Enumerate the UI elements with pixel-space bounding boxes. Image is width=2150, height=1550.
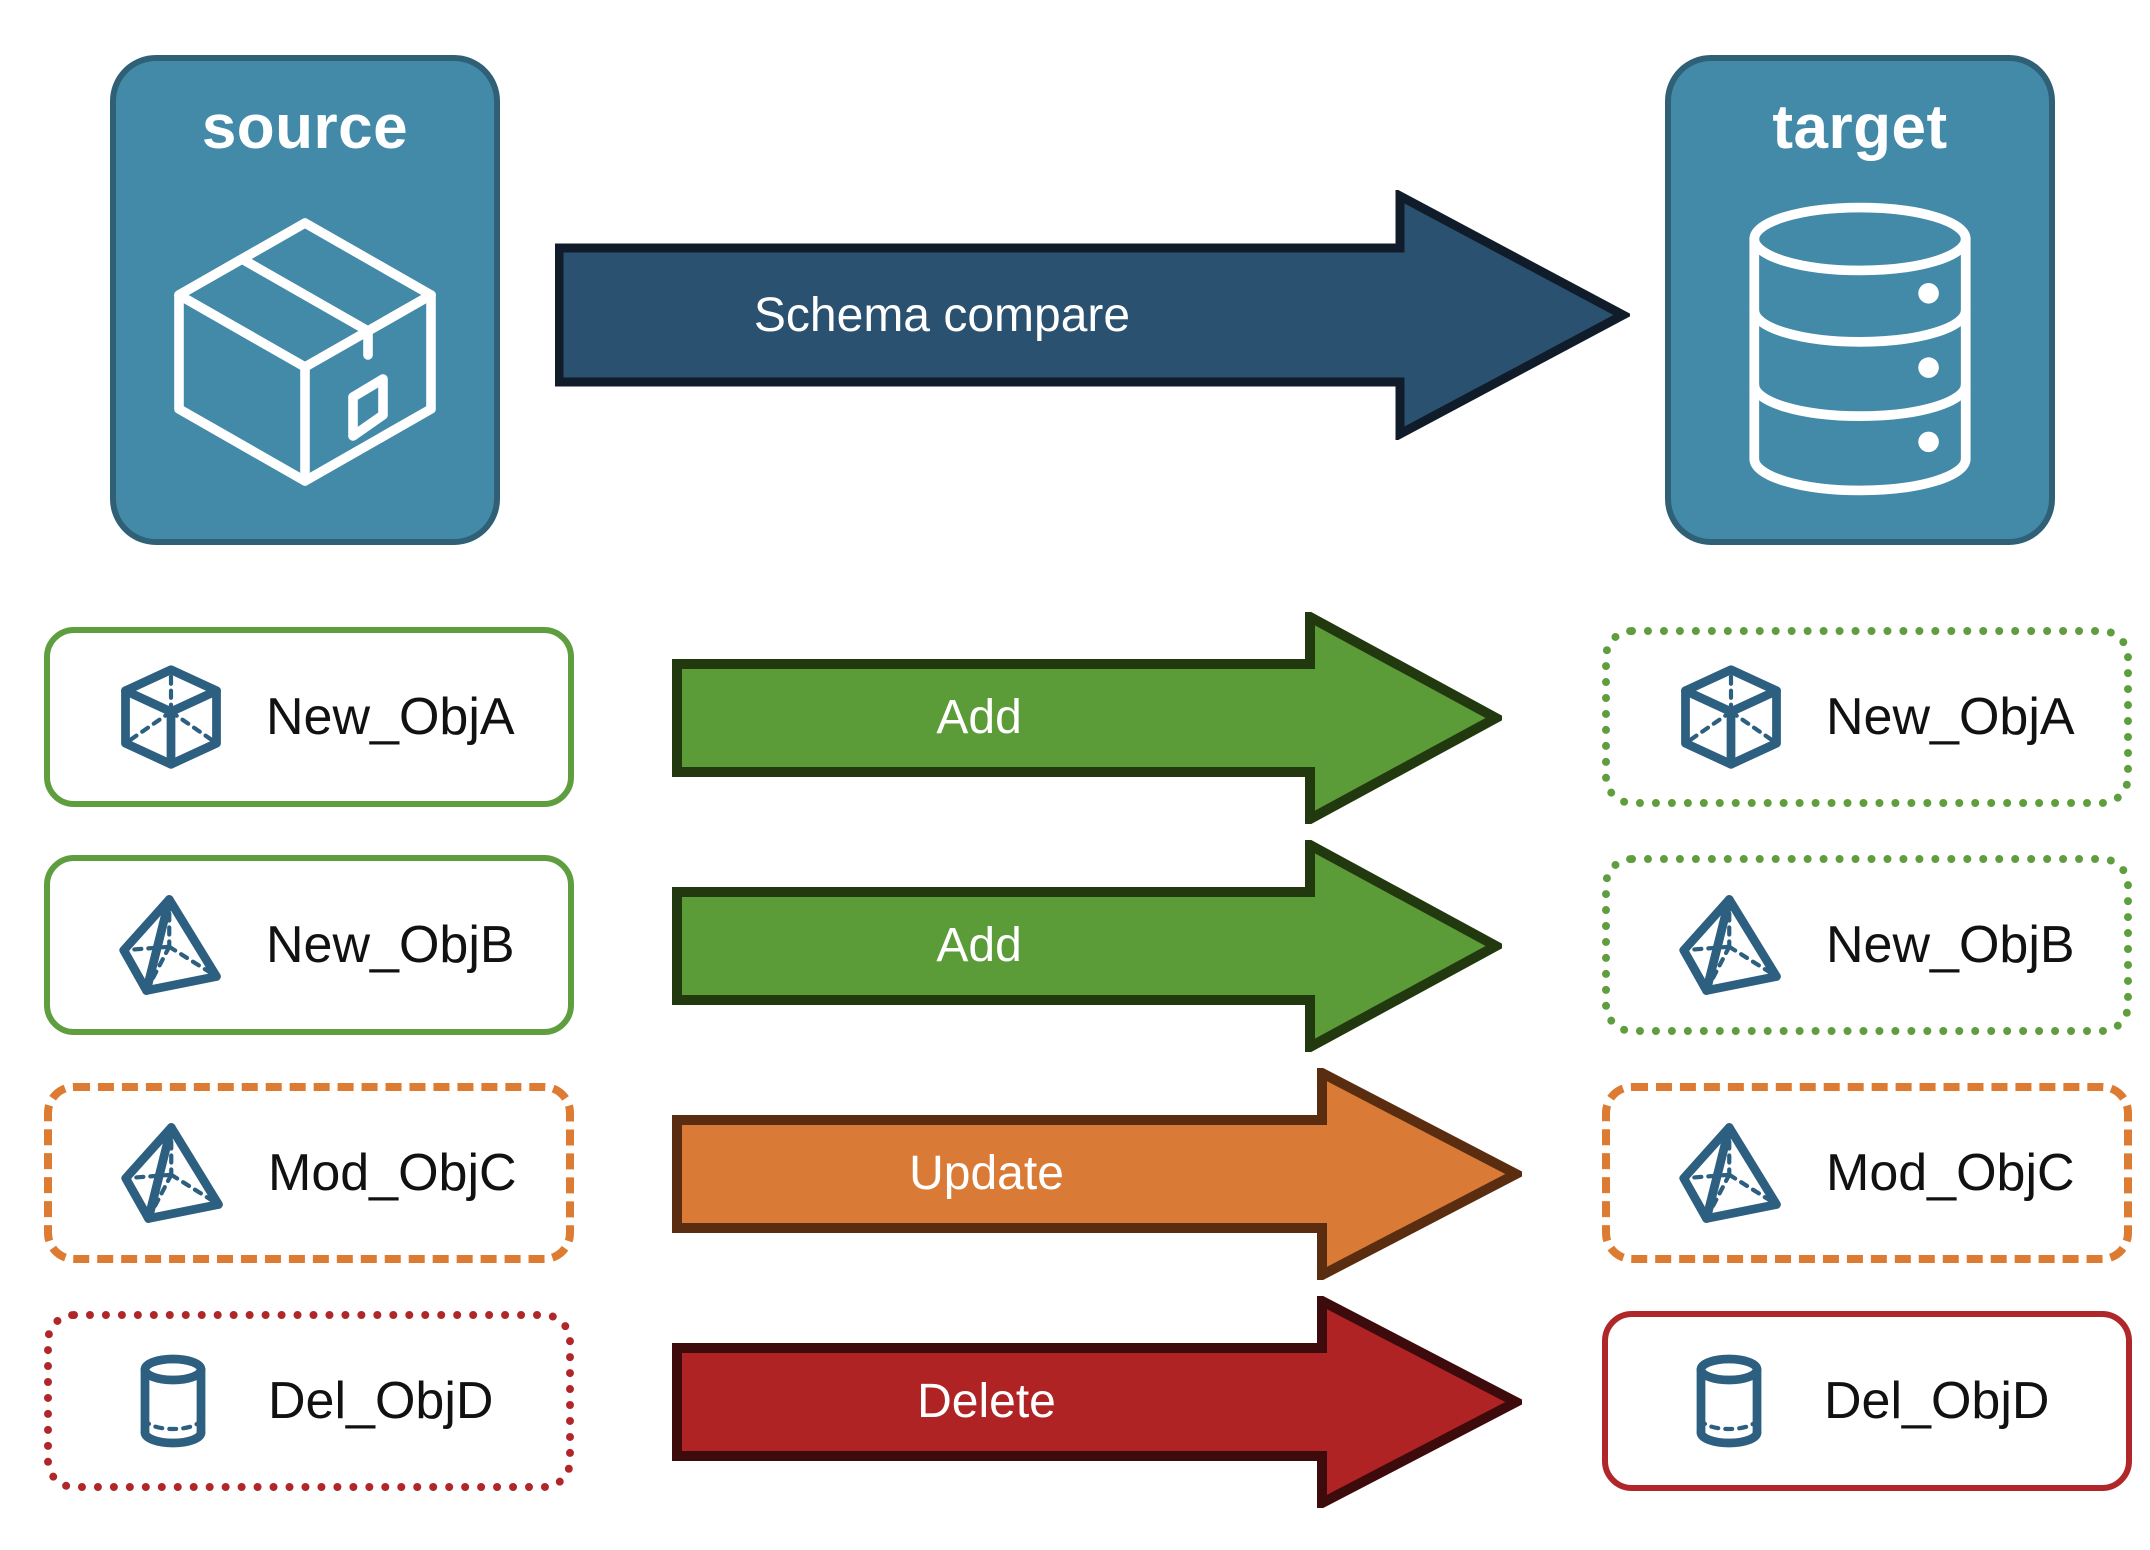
target-object-box[interactable]: Mod_ObjC: [1602, 1083, 2132, 1263]
package-box-icon: [116, 159, 494, 539]
wireframe-pyramid-icon: [1672, 1114, 1790, 1232]
source-endpoint-card: source: [110, 55, 500, 545]
source-object-label: New_ObjB: [266, 916, 515, 974]
wireframe-pyramid-icon: [1672, 886, 1790, 1004]
source-object-label: Mod_ObjC: [268, 1144, 517, 1202]
action-arrow-add-2: Add: [672, 836, 1507, 1056]
source-object-label: Del_ObjD: [268, 1372, 494, 1430]
right-arrow-icon: [672, 836, 1507, 1056]
target-object-box[interactable]: Del_ObjD: [1602, 1311, 2132, 1491]
database-cylinder-icon: [1671, 159, 2049, 539]
wireframe-cube-icon: [112, 658, 230, 776]
right-arrow-icon: [672, 1064, 1527, 1284]
source-object-box[interactable]: New_ObjA: [44, 627, 574, 807]
source-object-box[interactable]: New_ObjB: [44, 855, 574, 1035]
schema-compare-arrow-label: Schema compare: [753, 289, 1131, 342]
action-arrow-update: Update: [672, 1064, 1527, 1284]
source-object-label: New_ObjA: [266, 688, 515, 746]
wireframe-pyramid-icon: [114, 1114, 232, 1232]
action-arrow-delete: Delete: [672, 1292, 1527, 1512]
source-object-box[interactable]: Mod_ObjC: [44, 1083, 574, 1263]
source-endpoint-label: source: [201, 93, 409, 162]
source-object-box[interactable]: Del_ObjD: [44, 1311, 574, 1491]
wireframe-cube-icon: [1672, 658, 1790, 776]
schema-compare-arrow: Schema compare: [554, 188, 1633, 442]
target-endpoint-card: target: [1665, 55, 2055, 545]
wireframe-cylinder-icon: [114, 1342, 232, 1460]
target-object-label: Mod_ObjC: [1826, 1144, 2075, 1202]
right-arrow-icon: [554, 188, 1633, 442]
target-object-label: Del_ObjD: [1824, 1372, 2050, 1430]
wireframe-pyramid-icon: [112, 886, 230, 1004]
wireframe-cylinder-icon: [1670, 1342, 1788, 1460]
action-arrow-add-1: Add: [672, 608, 1507, 828]
target-object-box[interactable]: New_ObjA: [1602, 627, 2132, 807]
target-object-label: New_ObjA: [1826, 688, 2075, 746]
target-object-box[interactable]: New_ObjB: [1602, 855, 2132, 1035]
target-object-label: New_ObjB: [1826, 916, 2075, 974]
right-arrow-icon: [672, 1292, 1527, 1512]
right-arrow-icon: [672, 608, 1507, 828]
target-endpoint-label: target: [1772, 93, 1948, 162]
